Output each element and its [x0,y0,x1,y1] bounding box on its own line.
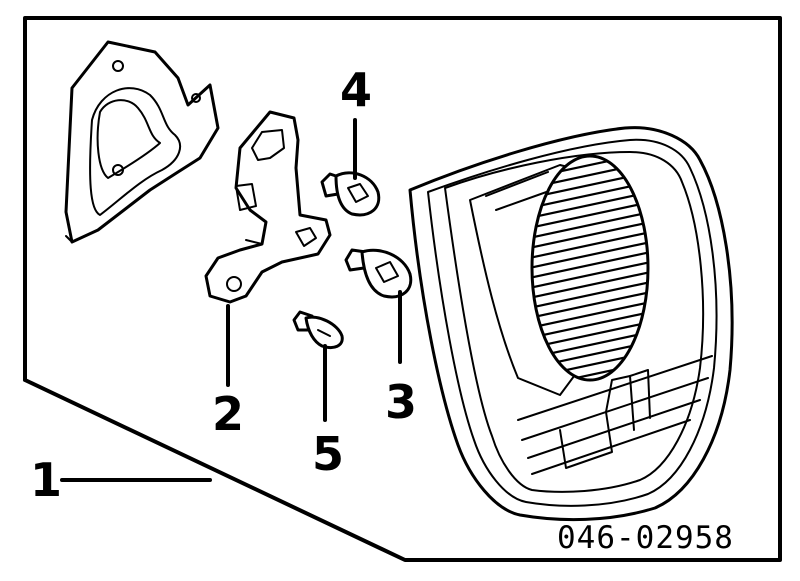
socket-plate [204,110,332,304]
bulb-small [292,310,344,350]
assembly-frame [23,16,782,562]
callout-5: 5 [312,427,344,481]
callout-3: 3 [385,375,417,429]
callout-4: 4 [340,63,372,117]
bulb-upper [320,171,381,217]
callout-1: 1 [30,453,62,507]
part-number: 046-02958 [557,520,734,556]
bulb-large-right [344,248,413,299]
gasket [64,40,220,244]
tail-lamp-housing [408,126,734,522]
leader-lines [60,118,402,482]
callout-2: 2 [212,387,244,441]
